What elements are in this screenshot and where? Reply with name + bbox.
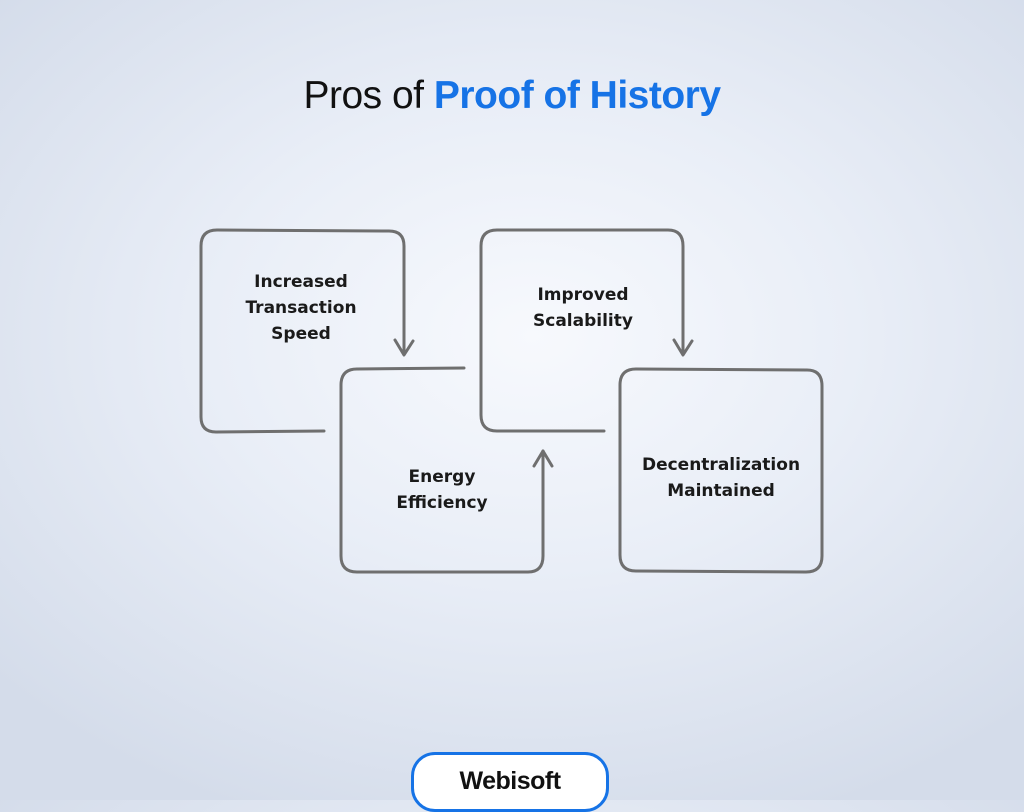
arrow-head-2-icon	[532, 449, 554, 468]
step-box-1	[199, 228, 406, 434]
title-highlight: Proof of History	[433, 74, 721, 117]
page-title: Pros of Proof of History	[0, 74, 1024, 118]
brand-logo-text: Webisoft	[459, 767, 561, 795]
step-label-2: Energy Efficiency	[396, 467, 488, 513]
step-label-3: Improved Scalability	[533, 285, 633, 331]
step-label-4: Decentralization Maintained	[641, 455, 801, 501]
step-box-2	[339, 366, 545, 574]
title-prefix: Pros of	[303, 74, 434, 117]
step-box-3	[479, 228, 685, 433]
arrow-head-3-icon	[672, 338, 694, 357]
brand-logo: Webisoft	[411, 752, 609, 812]
arrow-head-1-icon	[393, 338, 415, 357]
step-box-4	[618, 367, 824, 574]
step-label-1: Increased Transaction Speed	[245, 272, 357, 344]
